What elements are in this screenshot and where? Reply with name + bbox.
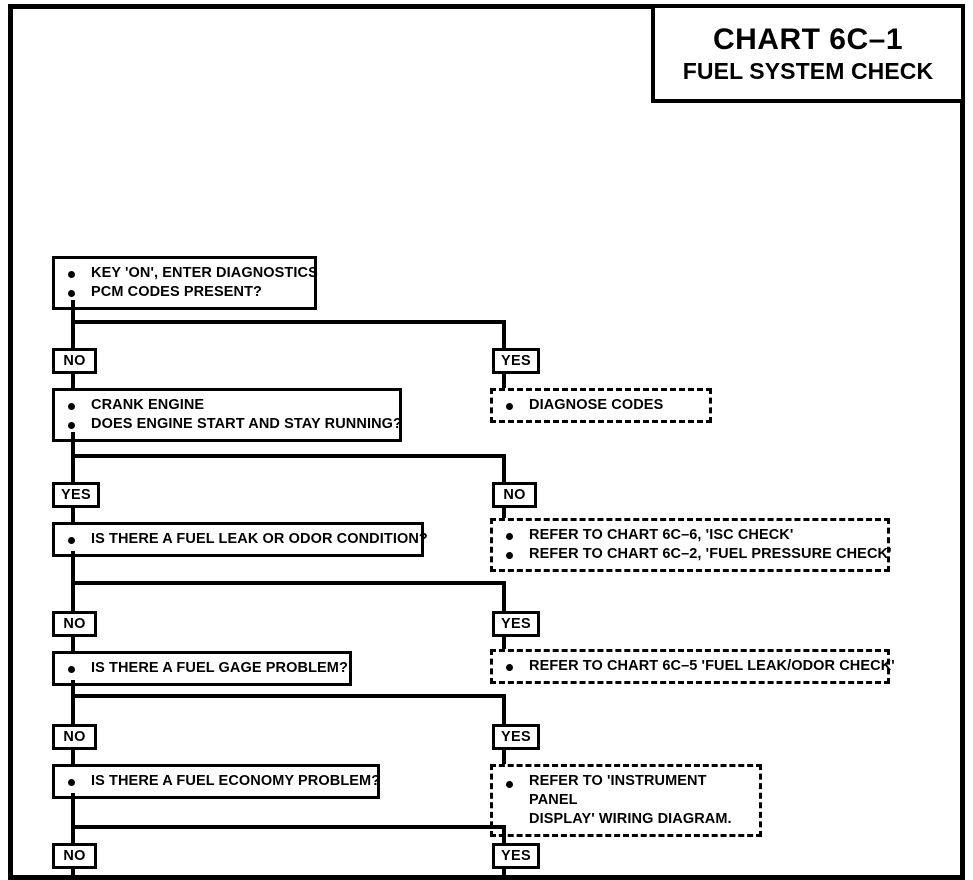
- step-refer-instrument-panel-line-1: REFER TO 'INSTRUMENT PANEL DISPLAY' WIRI…: [501, 772, 749, 829]
- connector-2-left: [71, 454, 75, 482]
- bullet-icon: [68, 421, 75, 429]
- connector-2-right-out: [502, 508, 506, 524]
- step-diagnose-codes-line-1: DIAGNOSE CODES: [501, 396, 699, 415]
- bullet-icon: [506, 781, 513, 788]
- chart-name: FUEL SYSTEM CHECK: [682, 57, 934, 84]
- chart-title-block: CHART 6C–1 FUEL SYSTEM CHECK: [651, 4, 965, 103]
- step-fuel-economy-question-box: IS THERE A FUEL ECONOMY PROBLEM?: [52, 764, 380, 799]
- tag-4-left: NO: [52, 724, 97, 750]
- step-refer-pressure-line-2: REFER TO CHART 6C–2, 'FUEL PRESSURE CHEC…: [501, 545, 892, 564]
- bullet-icon: [506, 551, 513, 559]
- step-key-on-box: KEY 'ON', ENTER DIAGNOSTICS PCM CODES PR…: [52, 256, 318, 310]
- step-refer-instrument-panel-box: REFER TO 'INSTRUMENT PANEL DISPLAY' WIRI…: [490, 764, 762, 837]
- connector-5-bus: [71, 825, 506, 829]
- step-fuel-leak-question-box: IS THERE A FUEL LEAK OR ODOR CONDITION?: [52, 522, 428, 557]
- connector-2-bus: [71, 454, 506, 458]
- step-refer-isc-line-1: REFER TO CHART 6C–6, 'ISC CHECK': [501, 526, 877, 545]
- connector-3-drop: [71, 551, 75, 583]
- bullet-icon: [68, 536, 75, 544]
- connector-1-left: [71, 320, 75, 348]
- connector-5-left: [71, 825, 75, 843]
- tag-3-left: NO: [52, 611, 97, 637]
- connector-1-right: [502, 320, 506, 348]
- bullet-icon: [506, 402, 513, 410]
- tag-4-right: YES: [492, 724, 540, 750]
- tag-5-right: YES: [492, 843, 540, 869]
- connector-3-bus: [71, 581, 506, 585]
- step-diagnose-codes-box: DIAGNOSE CODES: [490, 388, 712, 423]
- tag-3-right: YES: [492, 611, 540, 637]
- step-refer-leak-odor-box: REFER TO CHART 6C–5 'FUEL LEAK/ODOR CHEC…: [490, 649, 895, 684]
- connector-3-right-out: [502, 637, 506, 653]
- connector-2-drop: [71, 432, 75, 456]
- step-fuel-leak-line-1: IS THERE A FUEL LEAK OR ODOR CONDITION?: [63, 530, 428, 549]
- page-border-top: [8, 4, 965, 9]
- connector-1-left-out: [71, 374, 75, 392]
- page-border-bottom: [8, 875, 965, 880]
- bullet-icon: [68, 402, 75, 410]
- tag-2-left: YES: [52, 482, 100, 508]
- step-refer-leak-odor-line-1: REFER TO CHART 6C–5 'FUEL LEAK/ODOR CHEC…: [501, 657, 895, 676]
- connector-4-left-out: [71, 750, 75, 766]
- tag-1-left: NO: [52, 348, 97, 374]
- step-refer-isc-pressure-box: REFER TO CHART 6C–6, 'ISC CHECK' REFER T…: [490, 518, 892, 572]
- connector-5-right: [502, 825, 506, 843]
- step-fuel-gage-question-box: IS THERE A FUEL GAGE PROBLEM?: [52, 651, 352, 686]
- chart-number: CHART 6C–1: [712, 22, 904, 56]
- bullet-icon: [506, 663, 513, 671]
- step-crank-engine-line-1: CRANK ENGINE: [63, 396, 389, 415]
- bullet-icon: [68, 270, 75, 278]
- bullet-icon: [68, 665, 75, 673]
- bullet-icon: [506, 532, 513, 540]
- connector-2-right: [502, 454, 506, 482]
- step-key-on-line-1: KEY 'ON', ENTER DIAGNOSTICS: [63, 264, 318, 283]
- connector-5-left-out: [71, 869, 75, 876]
- connector-3-left-out: [71, 637, 75, 653]
- connector-4-right: [502, 694, 506, 724]
- tag-1-right: YES: [492, 348, 540, 374]
- step-fuel-economy-line-1: IS THERE A FUEL ECONOMY PROBLEM?: [63, 772, 380, 791]
- tag-2-right: NO: [492, 482, 537, 508]
- connector-5-drop: [71, 793, 75, 827]
- connector-2-left-out: [71, 508, 75, 524]
- connector-4-bus: [71, 694, 506, 698]
- connector-4-right-out: [502, 750, 506, 766]
- connector-3-left: [71, 581, 75, 611]
- connector-1-right-out: [502, 374, 506, 390]
- tag-5-left: NO: [52, 843, 97, 869]
- connector-1-bus: [71, 320, 506, 324]
- connector-3-right: [502, 581, 506, 611]
- step-crank-engine-line-2: DOES ENGINE START AND STAY RUNNING?: [63, 415, 402, 434]
- connector-1-drop: [71, 300, 75, 322]
- bullet-icon: [68, 778, 75, 786]
- connector-4-left: [71, 694, 75, 724]
- page-border-right: [960, 102, 965, 880]
- page-border-left: [8, 4, 13, 880]
- step-crank-engine-box: CRANK ENGINE DOES ENGINE START AND STAY …: [52, 388, 402, 442]
- step-fuel-gage-line-1: IS THERE A FUEL GAGE PROBLEM?: [63, 659, 348, 678]
- step-key-on-line-2: PCM CODES PRESENT?: [63, 283, 304, 302]
- connector-5-right-out: [502, 869, 506, 876]
- bullet-icon: [68, 289, 75, 297]
